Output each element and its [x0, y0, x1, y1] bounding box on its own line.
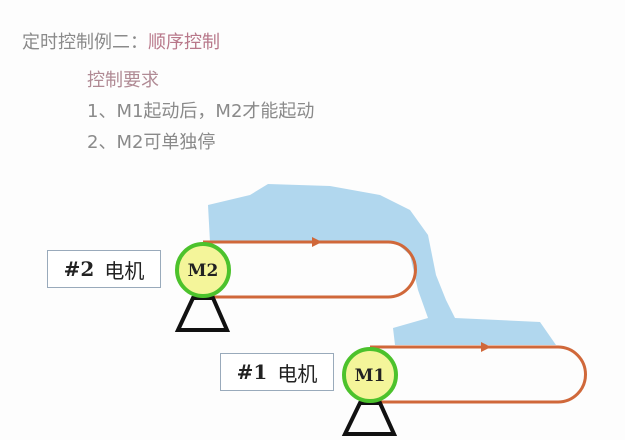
requirements-heading: 控制要求	[87, 70, 159, 91]
motor-m2	[175, 242, 231, 298]
direction-arrow-icon	[312, 237, 322, 247]
conveyor-1: M1	[341, 342, 587, 436]
motor-2-label-box: #2 电机	[47, 250, 161, 288]
motor-1-text: 电机	[277, 361, 318, 386]
title-highlight: 顺序控制	[148, 32, 220, 53]
belt-2	[203, 240, 417, 299]
motor-m2-label: M2	[188, 261, 219, 281]
title-prefix: 定时控制例二：	[22, 32, 148, 53]
belt-1	[370, 345, 587, 404]
motor-2-number: #2	[63, 257, 95, 281]
requirement-item: 1、M1起动后，M2才能起动	[87, 101, 315, 122]
motor-2-text: 电机	[104, 258, 145, 283]
motor-1-number: #1	[236, 360, 268, 384]
direction-arrow-icon	[481, 342, 491, 352]
conveyor-2: M2	[174, 237, 417, 332]
motor-m1	[342, 347, 398, 403]
material-pile	[208, 184, 556, 345]
page-title: 定时控制例二：顺序控制	[22, 28, 220, 54]
support-triangle-icon	[341, 401, 398, 436]
motor-m1-label: M1	[355, 366, 386, 386]
motor-1-label-box: #1 电机	[220, 353, 334, 391]
support-triangle-icon	[174, 296, 231, 332]
requirement-item: 2、M2可单独停	[87, 132, 216, 153]
